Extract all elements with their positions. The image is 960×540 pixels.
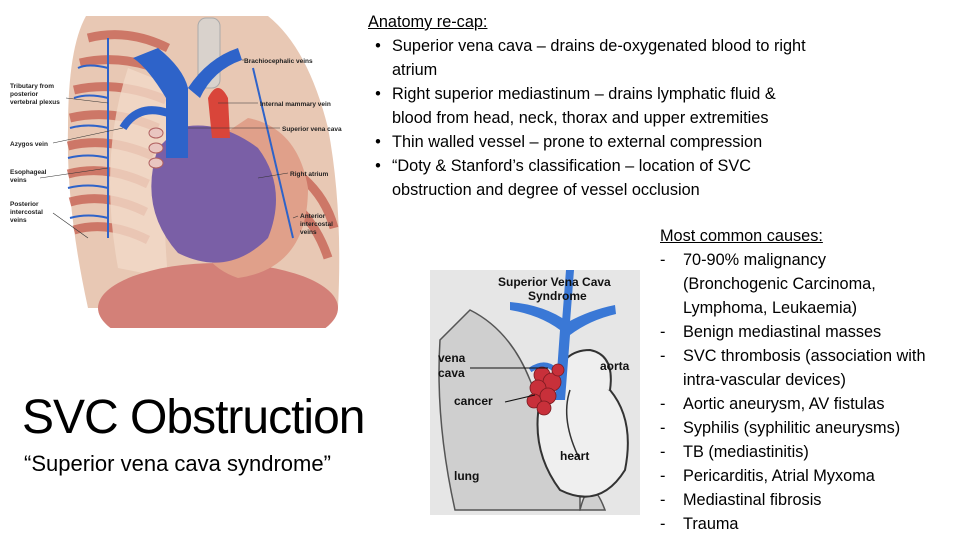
diagram-leader-lines	[470, 367, 548, 403]
dash: -	[660, 491, 666, 509]
cause-item: - Trauma	[660, 512, 960, 536]
slide-subtitle: “Superior vena cava syndrome”	[24, 451, 331, 476]
diagram-label-lung: lung	[454, 469, 479, 483]
thorax-anatomy-svg: Brachiocephalic veins Internal mammary v…	[10, 16, 342, 353]
svc-blue-vein	[510, 302, 616, 400]
cause-item: - 70-90% malignancy (Bronchogenic Carcin…	[660, 248, 960, 320]
cause-line: Syphilis (syphilitic aneurysms)	[683, 419, 901, 437]
bullet: •	[375, 85, 381, 103]
esophagus	[148, 127, 164, 169]
dash: -	[660, 395, 666, 413]
intercostal-veins	[67, 38, 294, 239]
cause-line: Aortic aneurysm, AV fistulas	[683, 395, 885, 413]
diagram-label-aorta: aorta	[600, 359, 630, 373]
cause-line: (Bronchogenic Carcinoma,	[683, 275, 876, 293]
recap-line: “Doty & Stanford’s classification – loca…	[392, 157, 751, 175]
dash: -	[660, 515, 666, 533]
cause-line: 70-90% malignancy	[683, 251, 826, 269]
cause-line: intra-vascular devices)	[683, 371, 846, 389]
label-anterior-intercostal-3: veins	[300, 229, 317, 236]
heart-shape	[151, 125, 276, 263]
tumor-mass	[526, 363, 565, 416]
cause-line: Pericarditis, Atrial Myxoma	[683, 467, 875, 485]
dash: -	[660, 467, 666, 485]
label-esophageal-2: veins	[10, 177, 27, 184]
cause-item: - SVC thrombosis (association with intra…	[660, 344, 960, 392]
label-tributary-2: posterior	[10, 91, 39, 98]
cause-item: - Benign mediastinal masses	[660, 320, 960, 344]
leader-lines	[39, 59, 299, 239]
aorta-shape	[208, 88, 230, 138]
dash: -	[660, 419, 666, 437]
causes-list: - 70-90% malignancy (Bronchogenic Carcin…	[660, 248, 960, 536]
diagram-label-heart: heart	[560, 449, 589, 463]
dash: -	[660, 323, 666, 341]
label-posterior-intercostal-1: Posterior	[10, 201, 39, 208]
slide-title: SVC Obstruction	[22, 391, 365, 444]
recap-line: atrium	[392, 61, 438, 79]
svc-syndrome-svg: Superior Vena Cava Syndrome vena cava ao…	[430, 270, 640, 515]
recap-line: Superior vena cava – drains de-oxygenate…	[392, 37, 806, 55]
cause-item: - TB (mediastinitis)	[660, 440, 960, 464]
label-posterior-intercostal-3: veins	[10, 217, 27, 224]
cause-line: SVC thrombosis (association with	[683, 347, 926, 365]
dash: -	[660, 443, 666, 461]
label-tributary-3: vertebral plexus	[10, 99, 60, 106]
svc-vein	[133, 48, 188, 158]
cause-line: TB (mediastinitis)	[683, 443, 809, 461]
recap-item: • Superior vena cava – drains de-oxygena…	[368, 34, 868, 82]
thorax-anatomy-illustration: Brachiocephalic veins Internal mammary v…	[8, 8, 358, 353]
cause-item: - Syphilis (syphilitic aneurysms)	[660, 416, 960, 440]
diagram-title-line-2: Syndrome	[528, 289, 587, 303]
causes-heading: Most common causes:	[660, 227, 823, 245]
cause-item: - Mediastinal fibrosis	[660, 488, 960, 512]
diagram-title-line-1: Superior Vena Cava	[498, 275, 611, 289]
bullet: •	[375, 157, 381, 175]
label-esophageal-1: Esophageal	[10, 169, 47, 176]
label-superior-vena-cava: Superior vena cava	[282, 126, 342, 133]
label-right-atrium: Right atrium	[290, 171, 328, 178]
recap-list: • Superior vena cava – drains de-oxygena…	[368, 34, 868, 202]
diagram-label-vena: vena	[438, 351, 466, 365]
recap-item: • “Doty & Stanford’s classification – lo…	[368, 154, 868, 202]
cause-line: Benign mediastinal masses	[683, 323, 882, 341]
recap-line: obstruction and degree of vessel occlusi…	[392, 181, 700, 199]
recap-item: • Right superior mediastinum – drains ly…	[368, 82, 868, 130]
cause-line: Mediastinal fibrosis	[683, 491, 822, 509]
bullet: •	[375, 37, 381, 55]
recap-line: Right superior mediastinum – drains lymp…	[392, 85, 776, 103]
label-tributary-1: Tributary from	[10, 83, 54, 90]
cause-item: - Pericarditis, Atrial Myxoma	[660, 464, 960, 488]
diagram-label-cancer: cancer	[454, 394, 493, 408]
diagram-label-cava: cava	[438, 366, 465, 380]
recap-item: • Thin walled vessel – prone to external…	[368, 130, 868, 154]
label-posterior-intercostal-2: intercostal	[10, 209, 43, 216]
common-causes: Most common causes: - 70-90% malignancy …	[660, 224, 960, 536]
cause-item: - Aortic aneurysm, AV fistulas	[660, 392, 960, 416]
recap-line: Thin walled vessel – prone to external c…	[392, 133, 763, 151]
azygos-arch	[119, 106, 170, 131]
recap-line: blood from head, neck, thorax and upper …	[392, 109, 769, 127]
jugular-blue-vein	[562, 270, 574, 322]
recap-heading: Anatomy re-cap:	[368, 13, 488, 31]
dash: -	[660, 347, 666, 365]
label-anterior-intercostal-1: Anterior	[300, 213, 326, 220]
dash: -	[660, 251, 666, 269]
bullet: •	[375, 133, 381, 151]
label-brachiocephalic: Brachiocephalic veins	[244, 58, 313, 65]
cause-line: Lymphoma, Leukaemia)	[683, 299, 858, 317]
cause-line: Trauma	[683, 515, 739, 533]
anatomy-recap: Anatomy re-cap: • Superior vena cava – d…	[368, 10, 868, 202]
label-internal-mammary: Internal mammary vein	[260, 101, 331, 108]
heart-detail	[565, 389, 581, 461]
label-azygos: Azygos vein	[10, 141, 48, 148]
svc-syndrome-diagram: Superior Vena Cava Syndrome vena cava ao…	[430, 270, 640, 515]
label-anterior-intercostal-2: intercostal	[300, 221, 333, 228]
brachiocephalic-vein	[188, 48, 242, 98]
